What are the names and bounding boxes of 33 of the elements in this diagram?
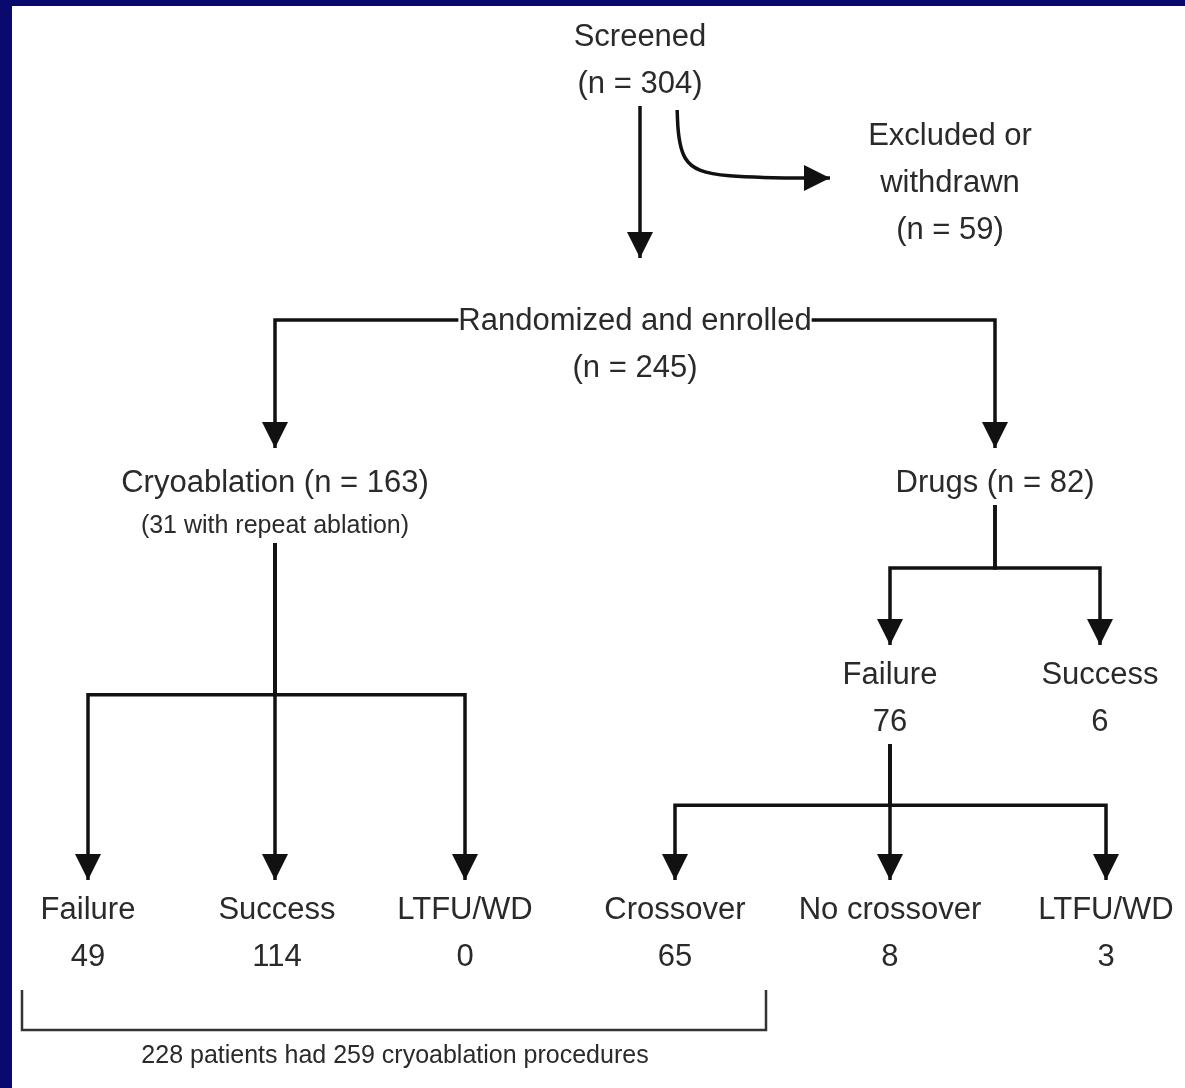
count-label: 6 bbox=[1090, 702, 1110, 740]
node-label: Success bbox=[218, 890, 336, 928]
arrow bbox=[273, 543, 478, 880]
node-label: Excluded or withdrawn bbox=[867, 116, 1033, 201]
count-label: 8 bbox=[880, 937, 900, 975]
count-label: 76 bbox=[871, 702, 909, 740]
bracket-label: 228 patients had 259 cryoablation procedures bbox=[141, 1040, 649, 1069]
count-label: 0 bbox=[455, 937, 475, 975]
node-label: LTFU/WD bbox=[397, 890, 533, 928]
count-label: 114 bbox=[251, 937, 303, 975]
count-label: (n = 59) bbox=[895, 210, 1005, 248]
count-label: 49 bbox=[69, 937, 107, 975]
arrow bbox=[811, 318, 1008, 448]
node-label: Randomized and enrolled bbox=[458, 301, 812, 339]
count-label: 65 bbox=[656, 937, 694, 975]
arrow bbox=[888, 744, 1119, 880]
node-label: LTFU/WD bbox=[1038, 890, 1174, 928]
count-label: 3 bbox=[1096, 937, 1116, 975]
node-label: Drugs (n = 82) bbox=[895, 463, 1095, 501]
node-label: Success bbox=[1041, 655, 1159, 693]
node-label: Crossover bbox=[604, 890, 746, 928]
arrow bbox=[675, 109, 830, 191]
count-label: (n = 245) bbox=[571, 348, 699, 386]
node-label: Screened bbox=[573, 17, 707, 55]
arrow bbox=[262, 318, 459, 448]
count-label: (n = 304) bbox=[576, 64, 704, 102]
arrow bbox=[627, 106, 653, 258]
node-label: No crossover bbox=[798, 890, 982, 928]
arrow bbox=[993, 505, 1113, 645]
node-label: Failure bbox=[842, 655, 938, 693]
count-label: (31 with repeat ablation) bbox=[139, 509, 411, 540]
node-label: Failure bbox=[40, 890, 136, 928]
node-label: Cryoablation (n = 163) bbox=[121, 463, 429, 501]
